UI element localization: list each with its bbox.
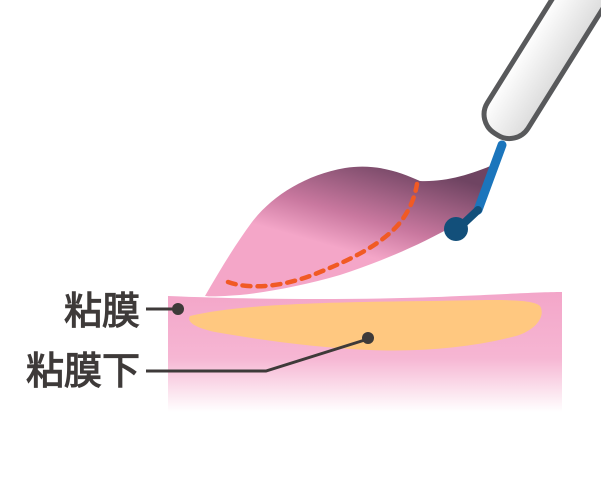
mucosa-label: 粘膜	[64, 292, 140, 330]
mucosa-leader	[146, 303, 184, 315]
submucosa-label: 粘膜下	[26, 352, 140, 390]
